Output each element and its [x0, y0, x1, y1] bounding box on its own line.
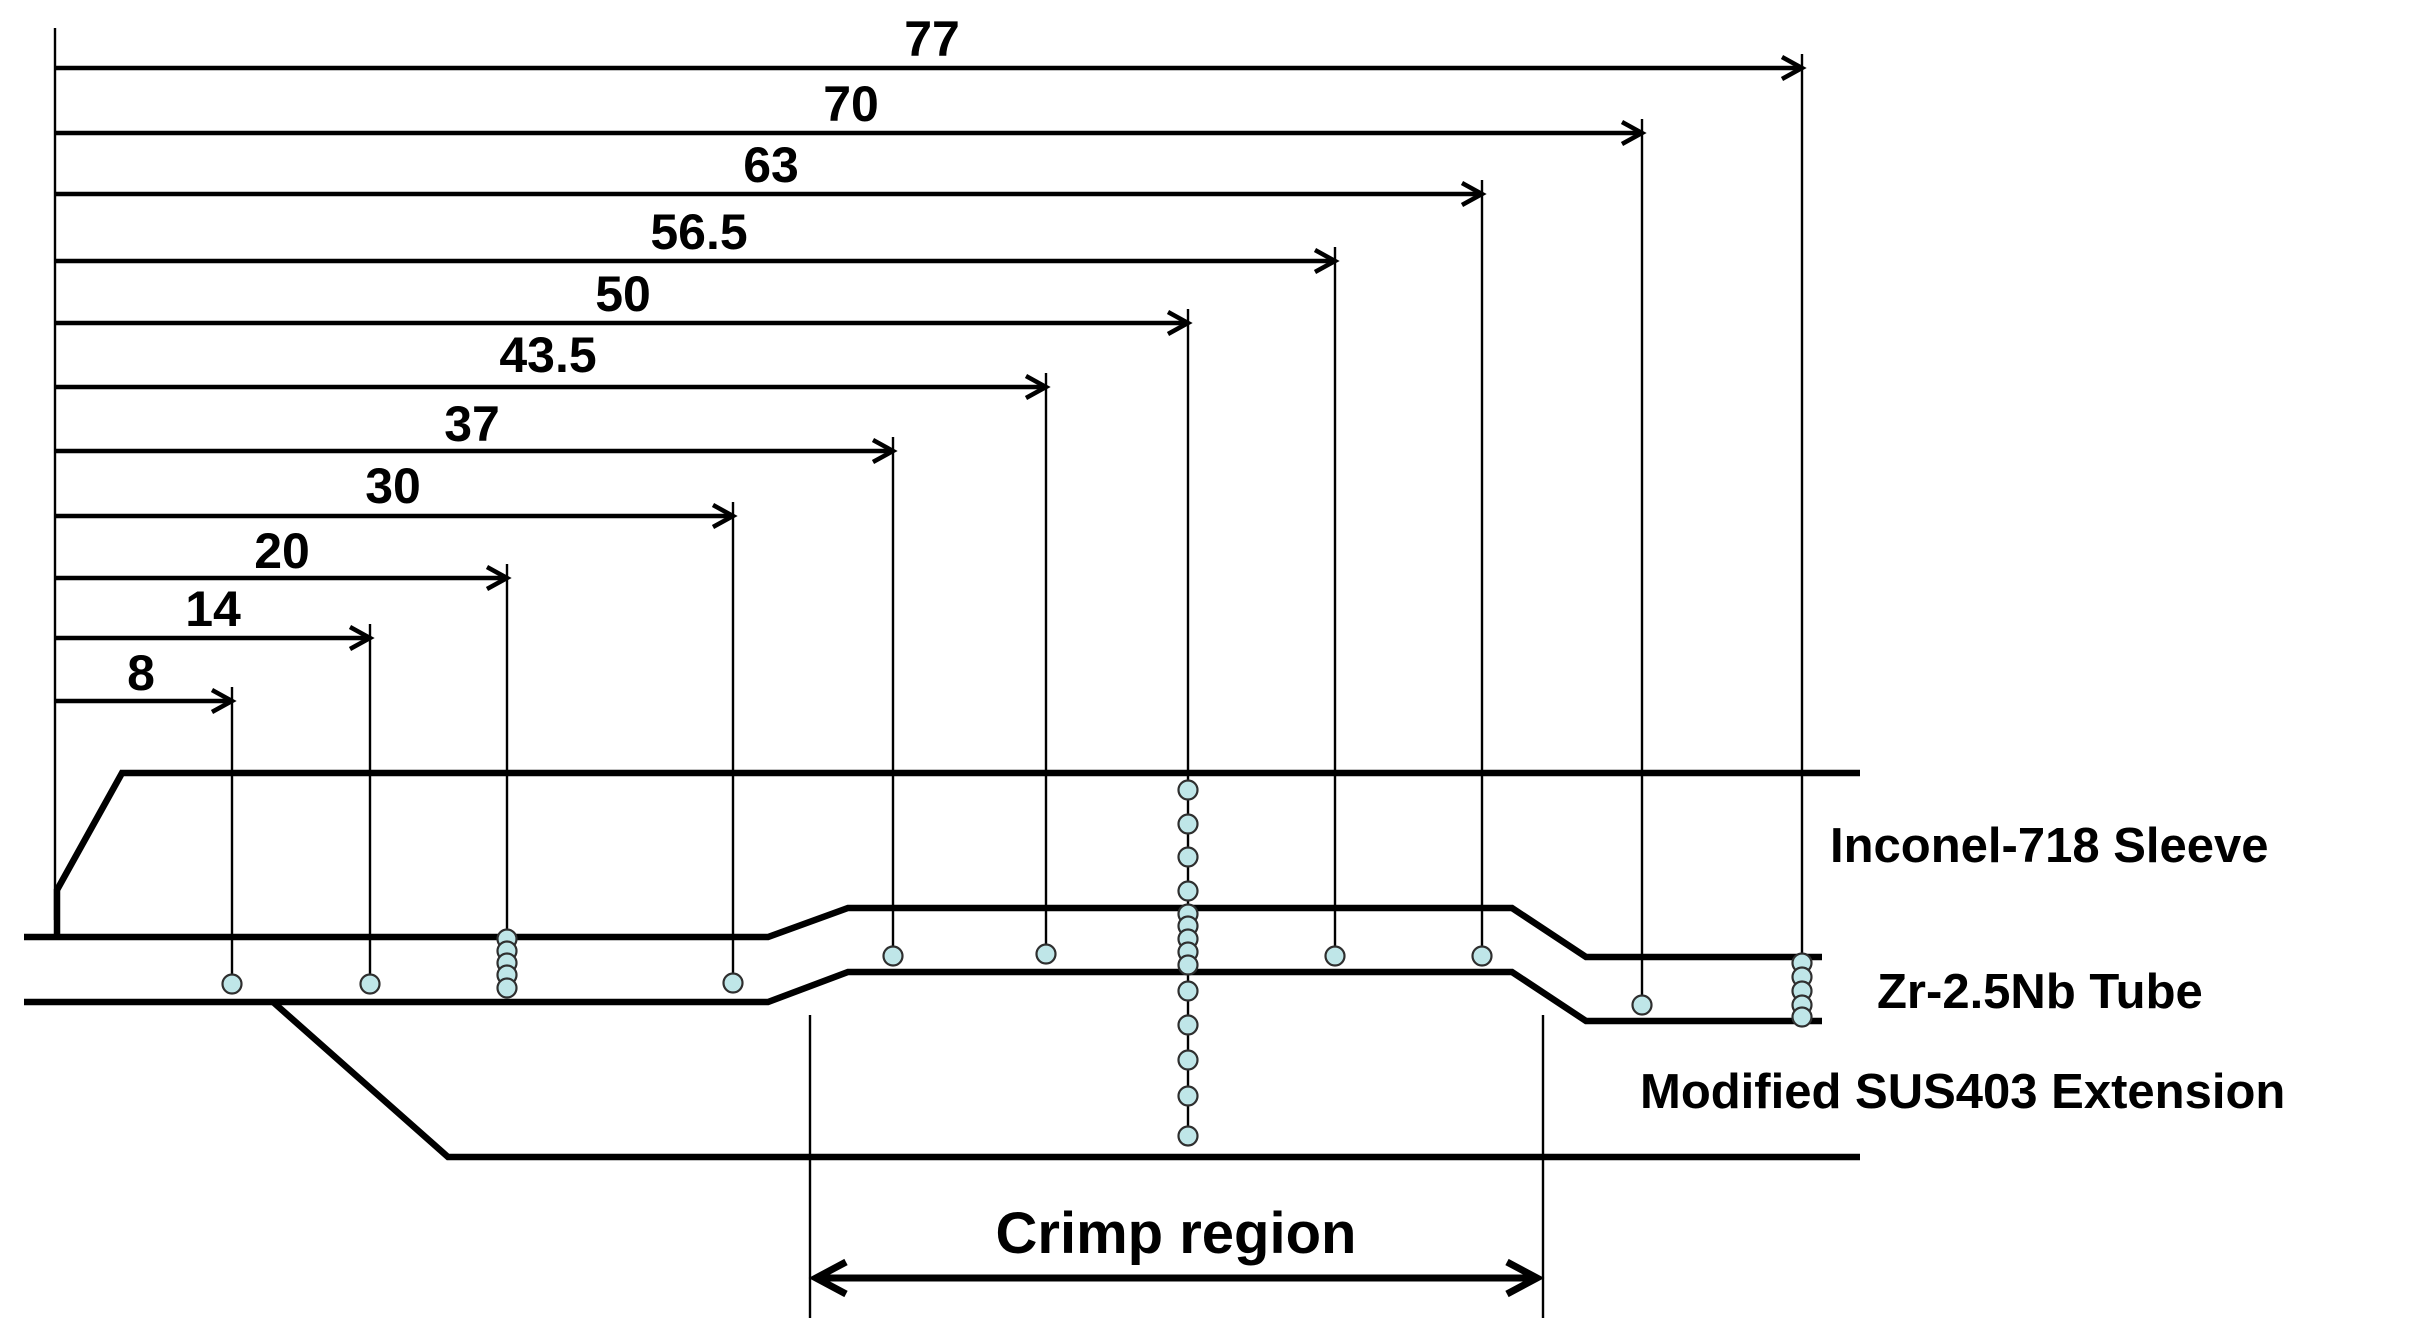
- dimension-30: 30: [55, 458, 738, 983]
- dimension-43.5: 43.5: [55, 327, 1051, 954]
- dimension-20: 20: [55, 523, 512, 935]
- dimension-label: 30: [365, 458, 421, 514]
- dimension-label: 8: [127, 645, 155, 701]
- measurement-point: [359, 973, 381, 995]
- dimension-70: 70: [55, 76, 1647, 1005]
- measurement-point: [1177, 880, 1199, 902]
- measurement-point: [1324, 945, 1346, 967]
- measurement-point: [221, 973, 243, 995]
- dimension-label: 70: [823, 76, 879, 132]
- extension-label: Modified SUS403 Extension: [1640, 1065, 2285, 1119]
- tube-lower-outline: [24, 968, 1822, 1025]
- measurement-point: [882, 945, 904, 967]
- dimension-50: 50: [55, 266, 1193, 1140]
- measurement-point: [496, 977, 518, 999]
- dimension-label: 43.5: [499, 327, 596, 383]
- dimension-56.5: 56.5: [55, 204, 1340, 956]
- dimension-label: 14: [185, 581, 241, 637]
- dimension-label: 20: [254, 523, 310, 579]
- measurement-point: [1177, 1085, 1199, 1107]
- tube-upper-outline: [24, 904, 1822, 961]
- measurement-point: [1035, 943, 1057, 965]
- dimension-label: 56.5: [650, 204, 747, 260]
- dimension-63: 63: [55, 137, 1487, 959]
- dimension-37: 37: [55, 396, 898, 956]
- measurement-point: [1177, 1049, 1199, 1071]
- dimension-label: 50: [595, 266, 651, 322]
- measurement-point: [1177, 813, 1199, 835]
- measurement-point: [1177, 1125, 1199, 1147]
- crimp-region-label: Crimp region: [996, 1201, 1357, 1266]
- measurement-point: [1177, 846, 1199, 868]
- sleeve-outline: [53, 769, 1860, 937]
- measurement-point: [722, 972, 744, 994]
- measurement-point: [1471, 945, 1493, 967]
- measurement-point: [1177, 954, 1199, 976]
- measurement-point: [1177, 779, 1199, 801]
- measurement-point: [1177, 1014, 1199, 1036]
- tube-label: Zr-2.5Nb Tube: [1877, 965, 2203, 1019]
- dimension-label: 63: [743, 137, 799, 193]
- measurement-point: [1177, 980, 1199, 1002]
- dimension-label: 77: [904, 11, 960, 67]
- dimension-77: 77: [55, 11, 1807, 962]
- extension-outline: [270, 999, 1860, 1161]
- sleeve-label: Inconel-718 Sleeve: [1830, 819, 2269, 873]
- crimp-left-arrowhead: [808, 1258, 848, 1298]
- joint-geometry: [24, 769, 1860, 1161]
- dimension-label: 37: [444, 396, 500, 452]
- dimension-14: 14: [55, 581, 375, 984]
- measurement-points: [221, 779, 1813, 1147]
- crimp-region: Crimp region: [808, 1015, 1545, 1318]
- crimp-right-arrowhead: [1505, 1258, 1545, 1298]
- measurement-point: [1631, 994, 1653, 1016]
- dimension-8: 8: [55, 645, 237, 984]
- measurement-point: [1791, 1006, 1813, 1028]
